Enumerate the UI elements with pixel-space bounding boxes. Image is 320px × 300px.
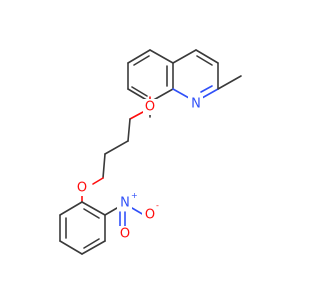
nitrophenyl-ring (59, 201, 145, 255)
bond-double-inner (133, 55, 150, 66)
nitro-nitrogen-charge: + (131, 191, 138, 200)
bond (59, 201, 83, 216)
label-bg (143, 99, 158, 115)
bond (104, 207, 118, 216)
bond (81, 240, 106, 255)
methyl-bond (217, 75, 242, 90)
label-bg (188, 96, 203, 112)
bond (195, 49, 219, 64)
nitro-oxygen-right-label: O (145, 208, 155, 223)
bond (201, 88, 219, 99)
bond-double-inner (196, 55, 213, 66)
structure-diagram: N O O N + O - O (59, 49, 242, 255)
bond-double-inner (83, 238, 100, 249)
bond-double-inner (83, 208, 100, 219)
atom-labels: N O O N + O - O (75, 96, 203, 242)
bond (172, 88, 190, 99)
ether-oxygen-lower-label: O (77, 181, 87, 196)
quinoline-benzo-ring (127, 49, 174, 103)
bond (129, 111, 144, 120)
ether-oxygen-upper-label: O (145, 100, 155, 115)
nitro-oxygen-lower-label: O (120, 227, 130, 242)
nitro-nitrogen-label: N (120, 196, 130, 211)
quinoline-nitrogen-label: N (191, 97, 201, 112)
label-bg (142, 207, 157, 223)
bond (92, 177, 104, 185)
label-bg (117, 195, 132, 211)
bond (59, 240, 83, 255)
bond-double-inner (131, 86, 148, 97)
bond (149, 49, 174, 64)
bond (127, 49, 151, 64)
bond-double-inner (200, 85, 213, 93)
butoxy-chain (81, 96, 151, 203)
nitro-oxygen-right-charge: - (156, 201, 159, 210)
bond (81, 201, 106, 216)
quinoline-pyridine-ring (172, 49, 242, 99)
label-bg (75, 180, 90, 196)
bond (127, 118, 131, 142)
bond (172, 49, 197, 64)
bond (102, 153, 106, 179)
label-bg (117, 226, 132, 242)
bond (104, 140, 129, 155)
